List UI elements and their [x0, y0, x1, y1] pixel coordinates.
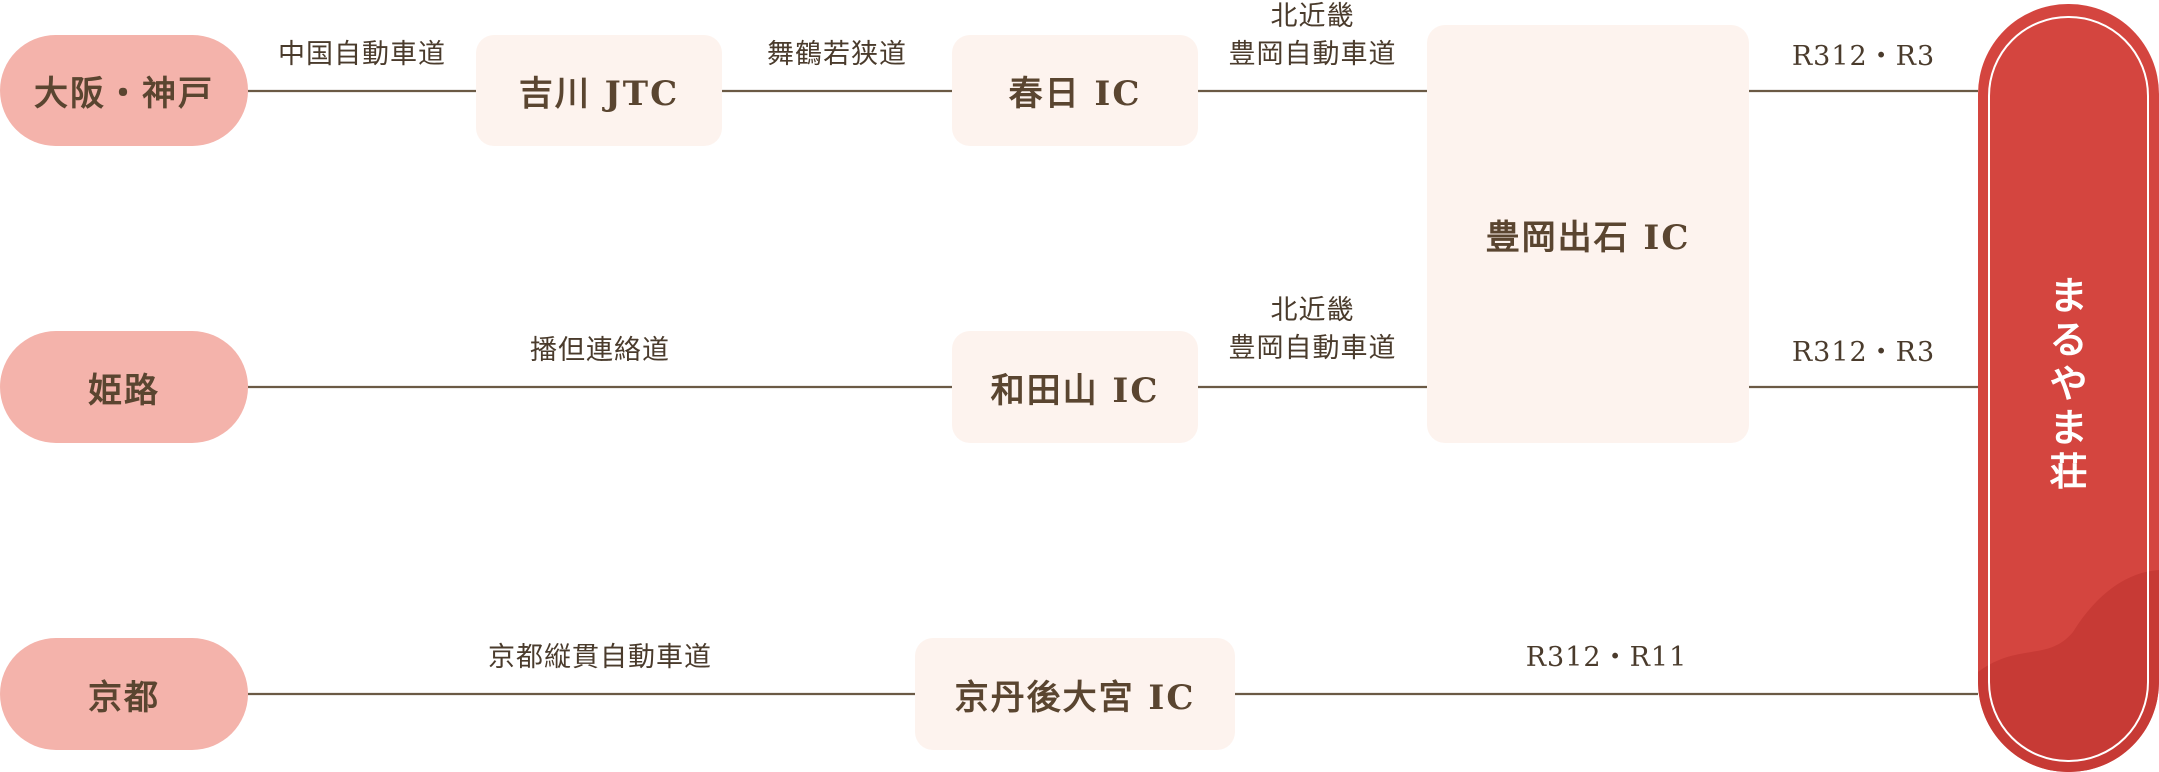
origin-osaka-kobe: 大阪・神戸: [0, 35, 248, 146]
road-r312-r3-top: R312・R3: [1791, 41, 1936, 72]
ic-wadayama: 和田山 IC: [952, 331, 1198, 443]
destination-char: る: [2049, 317, 2088, 362]
road-r312-r11: R312・R11: [1525, 642, 1688, 673]
destination-maruyamaso: ま る や ま 荘: [1978, 4, 2159, 772]
road-kitakinki-mid: 北近畿 豊岡自動車道: [1198, 292, 1427, 368]
road-kitakinki-mid-line1: 北近畿: [1270, 295, 1355, 326]
road-kitakinki-mid-line2: 豊岡自動車道: [1228, 333, 1397, 364]
ic-kyotango-omiya: 京丹後大宮 IC: [915, 638, 1235, 750]
ic-yoshikawa-jtc: 吉川 JTC: [476, 35, 722, 146]
road-kitakinki-top-line1: 北近畿: [1270, 1, 1355, 32]
road-kitakinki-top: 北近畿 豊岡自動車道: [1198, 0, 1427, 74]
road-r312-r3-mid: R312・R3: [1791, 337, 1936, 368]
destination-label: ま る や ま 荘: [1978, 274, 2159, 494]
road-chugoku: 中国自動車道: [278, 39, 446, 70]
origin-himeji: 姫路: [0, 331, 248, 443]
road-kitakinki-top-line2: 豊岡自動車道: [1228, 39, 1397, 70]
road-maizuru-wakasa: 舞鶴若狭道: [767, 39, 907, 70]
ic-kasuga: 春日 IC: [952, 35, 1198, 146]
road-bantan: 播但連絡道: [530, 335, 670, 366]
destination-char: 荘: [2049, 449, 2088, 494]
destination-char: や: [2049, 361, 2088, 406]
ic-toyooka-izushi: 豊岡出石 IC: [1427, 25, 1749, 443]
road-kyoto-jukan: 京都縦貫自動車道: [488, 642, 712, 673]
origin-kyoto: 京都: [0, 638, 248, 750]
destination-char: ま: [2049, 405, 2088, 450]
destination-char: ま: [2049, 273, 2088, 318]
destination-border: [1988, 16, 2149, 762]
